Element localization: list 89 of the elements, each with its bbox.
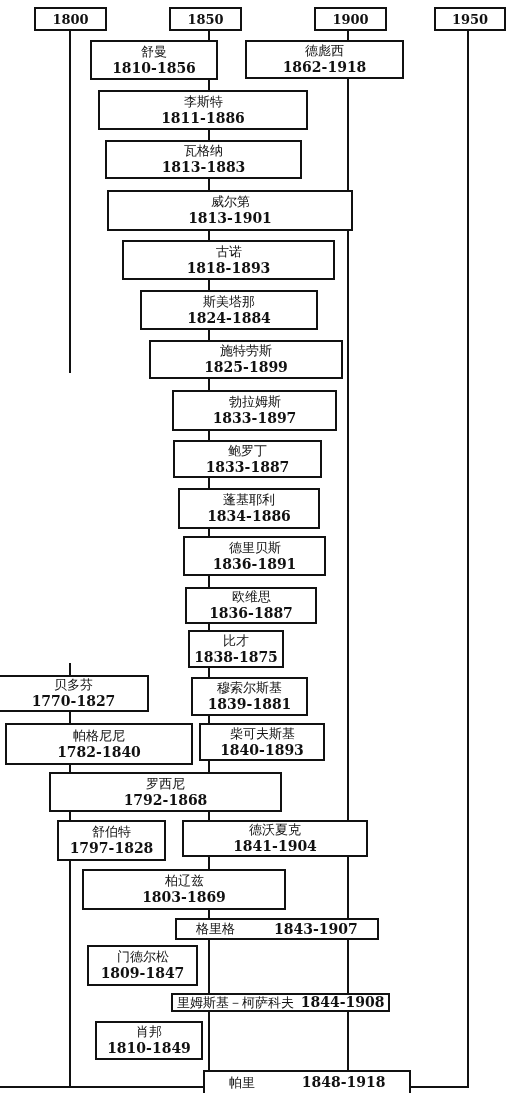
life-years: 1782-1840 — [57, 743, 141, 761]
composer-name: 斯美塔那 — [203, 293, 255, 310]
life-years: 1840-1893 — [220, 741, 304, 759]
life-years: 1803-1869 — [142, 889, 226, 906]
composer-box — [185, 587, 317, 624]
year-label: 1850 — [187, 11, 224, 27]
composer-box — [98, 90, 308, 130]
life-years: 1838-1875 — [194, 648, 278, 666]
year-label: 1800 — [52, 11, 89, 27]
life-years: 1839-1881 — [207, 696, 292, 713]
life-years: 1818-1893 — [186, 259, 271, 277]
composer-box — [199, 723, 325, 761]
life-years: 1834-1886 — [207, 508, 291, 525]
life-years: 1770-1827 — [31, 693, 116, 710]
life-years: 1792-1868 — [123, 791, 208, 809]
composer-box — [0, 675, 149, 712]
composer-name: 穆索尔斯基 — [217, 680, 282, 696]
composer-name: 古诺 — [215, 243, 242, 260]
year-header-box — [314, 7, 387, 31]
composer-name: 德沃夏克 — [249, 822, 301, 838]
life-years: 1833-1887 — [205, 458, 290, 476]
life-years: 1836-1891 — [212, 555, 297, 573]
composer-box — [5, 723, 193, 765]
composer-name: 舒伯特 — [92, 824, 131, 840]
composer-name: 勃拉姆斯 — [228, 394, 281, 410]
composer-name: 柴可夫斯基 — [229, 725, 295, 742]
composer-name: 施特劳斯 — [220, 343, 272, 359]
composer-name: 舒曼 — [141, 43, 167, 60]
composer-box — [82, 869, 286, 910]
life-years: 1811-1886 — [161, 109, 245, 127]
composer-box — [183, 536, 326, 576]
composer-box — [107, 190, 353, 231]
composer-box — [105, 140, 302, 179]
composer-box — [182, 820, 368, 857]
composer-name: 李斯特 — [183, 93, 223, 110]
year-label: 1950 — [451, 11, 489, 27]
life-years: 1810-1849 — [107, 1040, 191, 1057]
composer-name: 格里格 — [196, 921, 236, 937]
composer-name: 罗西尼 — [146, 775, 185, 792]
composer-box — [122, 240, 335, 280]
life-years: 1843-1907 — [273, 920, 358, 938]
composer-box — [140, 290, 318, 330]
year-header-box — [434, 7, 506, 31]
life-years: 1844-1908 — [300, 994, 385, 1011]
life-years: 1809-1847 — [100, 965, 185, 982]
composer-box — [49, 772, 282, 812]
composer-box — [57, 820, 166, 861]
composer-box — [203, 1070, 411, 1093]
composer-name: 欧维思 — [231, 589, 271, 605]
year-header-box — [169, 7, 242, 31]
life-years: 1825-1899 — [204, 359, 288, 376]
life-years: 1797-1828 — [69, 840, 154, 857]
composer-box — [245, 40, 404, 79]
life-years: 1810-1856 — [112, 59, 196, 77]
composer-box — [178, 488, 320, 529]
life-years: 1824-1884 — [187, 309, 271, 327]
composer-name: 帕格尼尼 — [73, 727, 125, 744]
composer-name: 贝多芬 — [54, 677, 93, 693]
composer-box — [90, 40, 218, 80]
composer-name: 帕里 — [228, 1074, 255, 1091]
life-years: 1833-1897 — [212, 410, 297, 427]
composer-name: 里姆斯基－柯萨科夫 — [176, 994, 294, 1011]
composer-name: 德彪西 — [305, 43, 344, 59]
composer-name: 比才 — [223, 632, 249, 649]
composer-name: 威尔第 — [210, 194, 250, 210]
life-years: 1848-1918 — [301, 1074, 386, 1091]
composer-name: 德里贝斯 — [228, 539, 281, 556]
year-label: 1900 — [332, 11, 369, 27]
composer-box — [173, 440, 322, 478]
life-years: 1841-1904 — [233, 838, 317, 855]
composer-name: 肖邦 — [136, 1024, 162, 1040]
composer-name: 门德尔松 — [116, 949, 169, 965]
life-years: 1813-1883 — [161, 159, 246, 176]
life-years: 1862-1918 — [282, 59, 367, 76]
composer-box — [188, 630, 284, 668]
composer-box — [171, 993, 390, 1012]
year-header-box — [34, 7, 107, 31]
composer-box — [87, 945, 198, 986]
composer-name: 瓦格纳 — [184, 143, 223, 159]
composer-box — [172, 390, 337, 431]
life-years: 1813-1901 — [188, 210, 272, 227]
life-years: 1836-1887 — [209, 605, 293, 622]
composer-box — [95, 1021, 203, 1060]
composer-name: 蓬基耶利 — [223, 492, 275, 508]
composer-box — [191, 677, 308, 716]
composer-box — [175, 918, 379, 940]
composer-name: 柏辽兹 — [164, 873, 204, 889]
composer-name: 鲍罗丁 — [228, 442, 267, 459]
composer-box — [149, 340, 343, 379]
